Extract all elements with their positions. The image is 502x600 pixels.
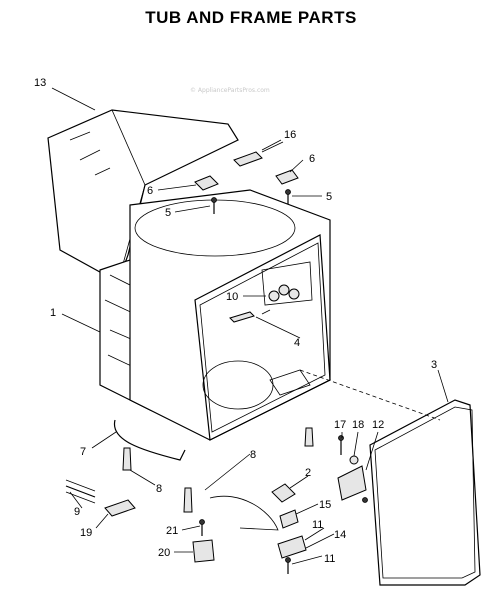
part-18-washer	[349, 455, 359, 465]
callout-18: 18	[352, 419, 364, 431]
part-9-spring	[65, 479, 96, 504]
part-20-bracket	[192, 539, 215, 563]
callout-8-center: 8	[250, 449, 256, 461]
part-6-bracket-left	[194, 175, 219, 191]
callout-6-left: 6	[147, 185, 153, 197]
part-16-bracket	[233, 139, 282, 167]
leader-lines	[51, 87, 449, 565]
callout-16: 16	[284, 129, 296, 141]
part-14-bracket	[277, 535, 307, 559]
watermark: © AppliancePartsPros.com	[190, 87, 270, 94]
part-4-strip	[229, 311, 255, 323]
part-11-screw-lower	[285, 557, 291, 574]
callout-4: 4	[294, 337, 300, 349]
part-5-screw-right	[285, 189, 291, 204]
diagram-title: TUB AND FRAME PARTS	[145, 8, 357, 27]
part-2-plate	[209, 483, 296, 531]
part-21-fastener	[199, 519, 205, 536]
part-8-leg-right	[183, 427, 314, 513]
callout-21: 21	[166, 525, 178, 537]
part-8-leg-left	[122, 447, 132, 471]
callout-10: 10	[226, 291, 238, 303]
callout-11-upper: 11	[312, 519, 323, 531]
tub-body	[129, 189, 441, 441]
part-17-screw	[338, 435, 344, 455]
part-3-door-gasket	[369, 399, 481, 586]
callout-20: 20	[158, 547, 170, 559]
part-19-pad	[104, 499, 136, 517]
part-6-bracket-right	[275, 169, 299, 185]
part-5-screw-left	[211, 197, 217, 214]
callout-8-left: 8	[156, 483, 162, 495]
callout-15: 15	[319, 499, 331, 511]
callout-3: 3	[431, 359, 437, 371]
callout-6-right: 6	[309, 153, 315, 165]
callout-7: 7	[80, 446, 86, 458]
callout-2: 2	[305, 467, 311, 479]
callout-5-left: 5	[165, 207, 171, 219]
callout-5-right: 5	[326, 191, 332, 203]
part-12-bracket	[337, 465, 368, 503]
callout-13: 13	[34, 77, 46, 89]
part-15-switch	[279, 509, 299, 529]
callout-19: 19	[80, 527, 92, 539]
callout-1: 1	[50, 307, 56, 319]
callout-9: 9	[74, 506, 80, 518]
callout-12: 12	[372, 419, 384, 431]
callout-17: 17	[334, 419, 346, 431]
callout-11-lower: 11	[324, 553, 335, 565]
part-7-hose	[113, 419, 186, 461]
callout-14: 14	[334, 529, 346, 541]
part-10-springs	[261, 284, 300, 315]
